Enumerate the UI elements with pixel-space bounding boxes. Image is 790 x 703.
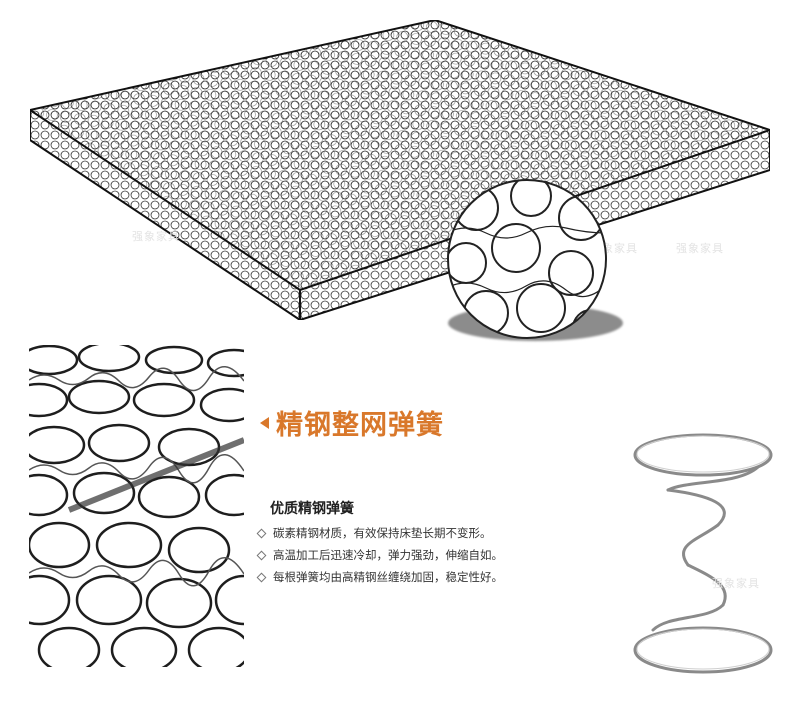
feature-text: 高温加工后迅速冷却，弹力强劲，伸缩自如。 <box>273 548 503 562</box>
subheading: 优质精钢弹簧 <box>270 501 354 517</box>
diamond-bullet-icon <box>256 550 267 560</box>
triangle-left-icon <box>260 416 269 429</box>
feature-text: 每根弹簧均由高精钢丝缠绕加固，稳定性好。 <box>273 570 503 584</box>
spring-closeup-image <box>29 345 244 667</box>
feature-item: 每根弹簧均由高精钢丝缠绕加固，稳定性好。 <box>256 566 503 588</box>
feature-text: 碳素精钢材质，有效保持床垫长期不变形。 <box>273 526 492 540</box>
single-spring-image <box>633 433 773 674</box>
spring-mattress-image <box>30 20 770 320</box>
watermark-text: 强象家具 <box>132 230 180 243</box>
diamond-bullet-icon <box>256 572 267 582</box>
watermark-text: 强象家具 <box>712 577 760 590</box>
spring-zoom-detail <box>447 179 607 339</box>
feature-item: 高温加工后迅速冷却，弹力强劲，伸缩自如。 <box>256 544 503 566</box>
feature-list: 碳素精钢材质，有效保持床垫长期不变形。 高温加工后迅速冷却，弹力强劲，伸缩自如。… <box>256 522 503 588</box>
section-heading: 精钢整网弹簧 <box>260 403 444 442</box>
diamond-bullet-icon <box>256 528 267 538</box>
heading-text: 精钢整网弹簧 <box>276 410 444 441</box>
feature-item: 碳素精钢材质，有效保持床垫长期不变形。 <box>256 522 503 544</box>
watermark-text: 强象家具 <box>676 242 724 255</box>
